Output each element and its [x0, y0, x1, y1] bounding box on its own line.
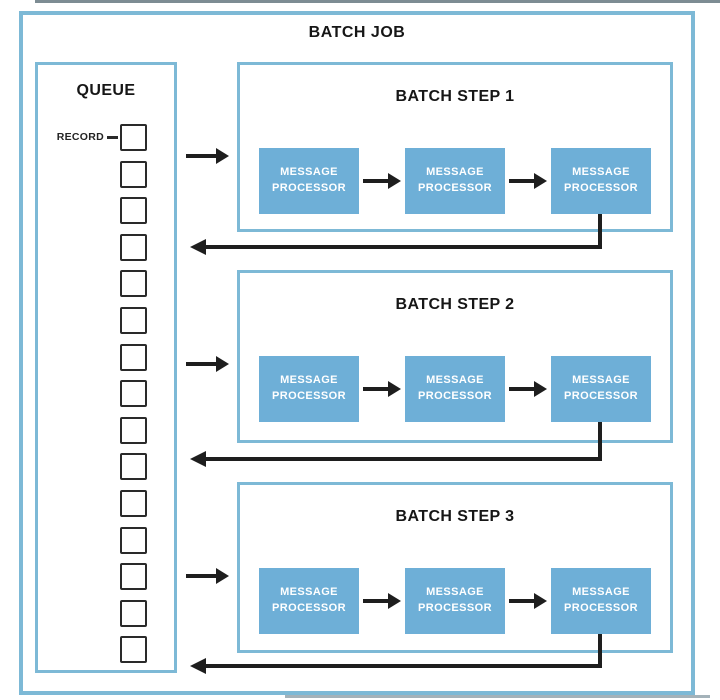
message-processor-box: MESSAGE PROCESSOR	[405, 148, 505, 214]
record-box	[120, 306, 147, 334]
arrow-shaft	[186, 574, 218, 578]
record-box	[120, 599, 147, 627]
step-1-return-arrow	[190, 214, 602, 256]
message-processor-box: MESSAGE PROCESSOR	[551, 356, 651, 422]
arrow-head-right-icon	[534, 381, 547, 397]
processor-flow-arrow	[509, 593, 547, 609]
arrow-shaft	[203, 457, 602, 461]
message-processor-box: MESSAGE PROCESSOR	[259, 568, 359, 634]
queue-to-step-3-arrow	[186, 568, 229, 584]
step-2-return-arrow	[190, 422, 602, 468]
record-box	[120, 343, 147, 371]
record-label: RECORD	[56, 131, 104, 143]
record-box	[120, 526, 147, 554]
processor-flow-arrow	[363, 593, 401, 609]
message-processor-box: MESSAGE PROCESSOR	[551, 568, 651, 634]
arrow-shaft	[598, 634, 602, 668]
queue-to-step-2-arrow	[186, 356, 229, 372]
arrow-head-right-icon	[216, 148, 229, 164]
record-pointer-line	[107, 136, 118, 139]
processor-flow-arrow	[363, 173, 401, 189]
record-box	[120, 197, 147, 225]
arrow-head-left-icon	[190, 451, 206, 467]
message-processor-box: MESSAGE PROCESSOR	[405, 568, 505, 634]
record-box	[120, 416, 147, 444]
record-box	[120, 380, 147, 408]
processor-flow-arrow	[509, 173, 547, 189]
record-box	[120, 563, 147, 591]
arrow-head-left-icon	[190, 239, 206, 255]
arrow-head-right-icon	[216, 568, 229, 584]
batch-step-3-panel: BATCH STEP 3 MESSAGE PROCESSOR MESSAGE P…	[237, 482, 673, 653]
queue-to-step-1-arrow	[186, 148, 229, 164]
arrow-shaft	[598, 214, 602, 249]
arrow-shaft	[363, 387, 390, 391]
arrow-shaft	[509, 387, 536, 391]
arrow-shaft	[363, 179, 390, 183]
arrow-shaft	[203, 664, 602, 668]
record-box	[120, 233, 147, 261]
arrow-shaft	[203, 245, 602, 249]
step-3-return-arrow	[190, 634, 602, 675]
arrow-shaft	[363, 599, 390, 603]
message-processor-box: MESSAGE PROCESSOR	[551, 148, 651, 214]
message-processor-box: MESSAGE PROCESSOR	[259, 356, 359, 422]
arrow-shaft	[509, 599, 536, 603]
record-box	[120, 636, 147, 664]
queue-panel	[35, 62, 177, 673]
batch-step-2-panel: BATCH STEP 2 MESSAGE PROCESSOR MESSAGE P…	[237, 270, 673, 443]
arrow-head-right-icon	[534, 593, 547, 609]
arrow-head-right-icon	[216, 356, 229, 372]
arrow-head-left-icon	[190, 658, 206, 674]
batch-job-title: BATCH JOB	[308, 24, 406, 41]
arrow-head-right-icon	[388, 173, 401, 189]
arrow-shaft	[186, 362, 218, 366]
record-box	[120, 270, 147, 298]
arrow-head-right-icon	[534, 173, 547, 189]
message-processor-box: MESSAGE PROCESSOR	[259, 148, 359, 214]
processor-flow-arrow	[509, 381, 547, 397]
record-box	[120, 489, 147, 517]
message-processor-box: MESSAGE PROCESSOR	[405, 356, 505, 422]
top-edge-remnant	[35, 0, 720, 3]
record-box	[120, 124, 147, 151]
batch-step-1-panel: BATCH STEP 1 MESSAGE PROCESSOR MESSAGE P…	[237, 62, 673, 232]
queue-title: QUEUE	[76, 82, 136, 99]
arrow-head-right-icon	[388, 593, 401, 609]
arrow-head-right-icon	[388, 381, 401, 397]
batch-step-1-title: BATCH STEP 1	[395, 88, 515, 105]
record-box	[120, 160, 147, 188]
processor-flow-arrow	[363, 381, 401, 397]
arrow-shaft	[186, 154, 218, 158]
batch-step-2-title: BATCH STEP 2	[395, 296, 515, 313]
batch-step-3-title: BATCH STEP 3	[395, 508, 515, 525]
record-list	[120, 124, 147, 664]
record-box	[120, 453, 147, 481]
arrow-shaft	[509, 179, 536, 183]
arrow-shaft	[598, 422, 602, 461]
bottom-edge-remnant	[285, 695, 710, 698]
